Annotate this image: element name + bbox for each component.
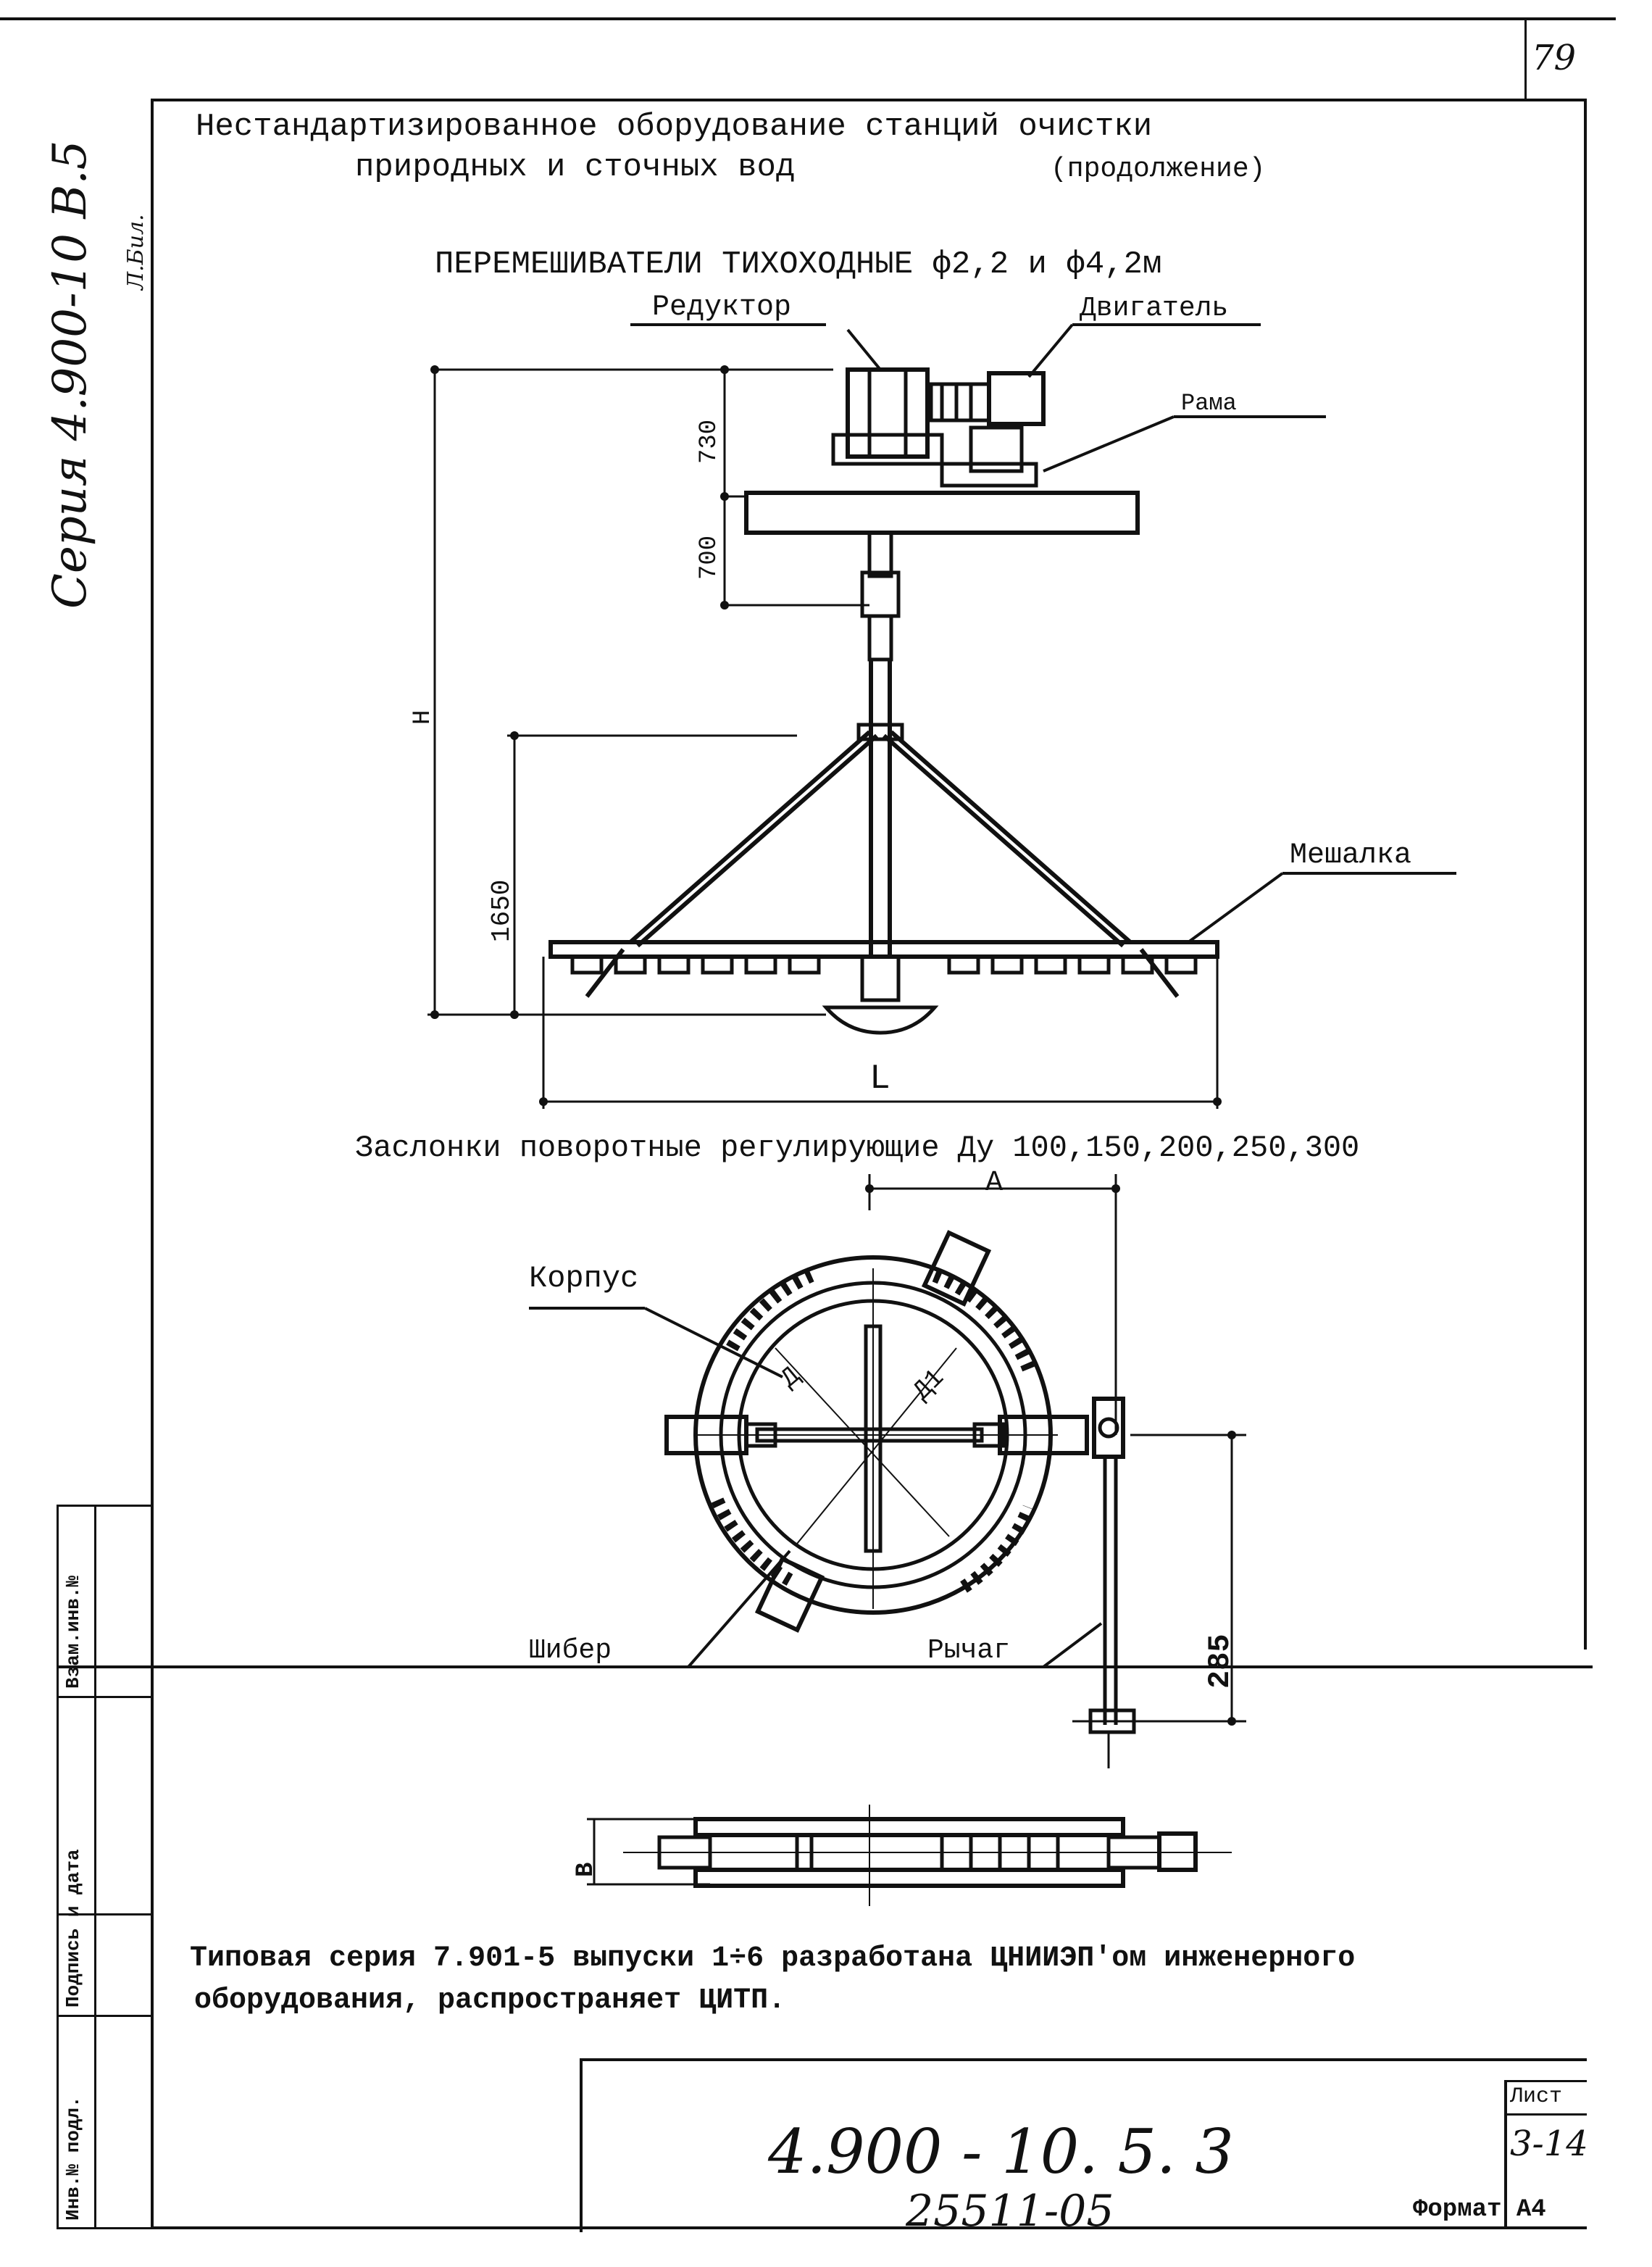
dim-700: 700 (696, 535, 723, 580)
label-lever: Рычаг (927, 1635, 1011, 1666)
frame-right (1584, 99, 1587, 1650)
sheet-cell-sep (1504, 2113, 1587, 2116)
dim-H: H (409, 710, 437, 725)
stamp-sep-1 (57, 1696, 154, 1698)
page-number: 79 (1532, 38, 1577, 78)
stamp-sep-3 (57, 2015, 154, 2017)
title-block-left (580, 2058, 583, 2232)
sheet-cell-top (1504, 2080, 1587, 2082)
handwritten-number: 25511-05 (906, 2186, 1114, 2237)
label-motor: Двигатель (1080, 293, 1229, 324)
page-number-divider (1524, 17, 1527, 99)
label-body: Корпус (529, 1261, 639, 1296)
sheet-cell-left (1504, 2080, 1507, 2229)
dim-730: 730 (696, 419, 723, 464)
format-label: Формат А4 (1413, 2196, 1546, 2224)
mixer-title: ПЕРЕМЕШИВАТЕЛИ ТИХОХОДНЫЕ ф2,2 и ф4,2м (435, 246, 1162, 283)
frame-top (152, 99, 1587, 101)
sheet-label: Лист (1510, 2084, 1563, 2109)
header-continuation: (продолжение) (1051, 154, 1266, 185)
title-block-bottom (152, 2226, 1587, 2229)
sheet-number: 3-14 (1510, 2124, 1588, 2164)
dim-285: 285 (1203, 1634, 1238, 1689)
mixer-drawing (427, 323, 1456, 1109)
valve-drawing (529, 1174, 1246, 1768)
stamp-inv-no: Инв.№ подл. (62, 2096, 84, 2221)
valve-side-view (587, 1805, 1232, 1906)
stamp-signature-date: Подпись и дата (62, 1849, 84, 2008)
dim-1650: 1650 (487, 879, 517, 942)
dim-L: L (869, 1060, 890, 1099)
top-border-line (0, 17, 1616, 20)
dim-B: В (572, 1862, 600, 1877)
label-stirrer: Мешалка (1290, 839, 1412, 872)
valve-title: Заслонки поворотные регулирующие Ду 100,… (355, 1131, 1360, 1165)
frame-bottom (57, 1665, 1593, 1668)
note-line-2: оборудования, распространяет ЦИТП. (194, 1984, 786, 2017)
stamp-sep-2 (57, 1913, 154, 1915)
stamp-divider (94, 1505, 96, 2229)
frame-left (151, 99, 154, 2229)
title-block-top (580, 2058, 1587, 2061)
header-line-2: природных и сточных вод (355, 149, 796, 186)
label-gate: Шибер (529, 1635, 612, 1666)
header-line-1: Нестандартизированное оборудование станц… (196, 109, 1153, 145)
note-line-1: Типовая серия 7.901-5 выпуски 1÷6 разраб… (190, 1942, 1356, 1975)
document-code: 4.900 - 10. 5. 3 (768, 2116, 1234, 2187)
dim-A: A (985, 1167, 1004, 1199)
label-frame: Рама (1181, 390, 1237, 417)
label-reducer: Редуктор (652, 291, 792, 324)
stamp-column (57, 1505, 154, 2229)
